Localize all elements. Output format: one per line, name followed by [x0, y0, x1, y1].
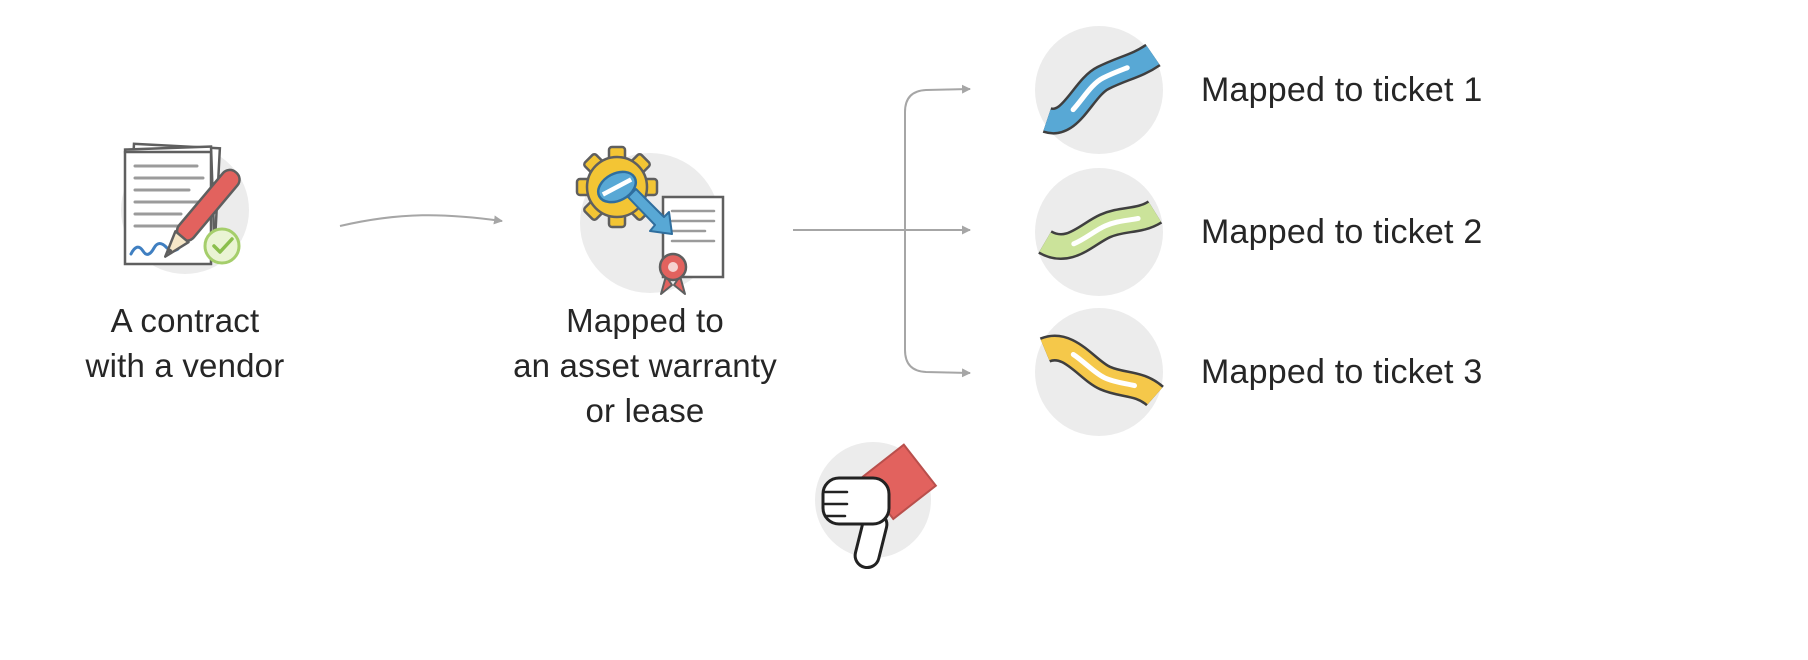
- ticket-row-1: Mapped to ticket 1: [1035, 26, 1482, 154]
- ticket-3-circle: [1035, 308, 1164, 436]
- ticket-row-2: Mapped to ticket 2: [1035, 168, 1482, 296]
- ticket-row-3: Mapped to ticket 3: [1035, 308, 1482, 436]
- mapping-node-label-line-2: an asset warranty: [513, 347, 777, 384]
- ticket-1-label: Mapped to ticket 1: [1201, 70, 1483, 109]
- ribbon-yellow-icon: [1039, 334, 1164, 407]
- contract-node-label-line-1: A contract: [110, 302, 260, 339]
- mapping-arrow-icon: [627, 188, 673, 235]
- mapping-node-label: Mapped to an asset warranty or lease: [460, 298, 830, 433]
- gear-certificate-icon: [545, 135, 745, 320]
- mapping-node-label-line-3: or lease: [585, 392, 705, 429]
- ticket-1-circle: [1035, 26, 1163, 154]
- arrow-mapping-to-ticket-3: [904, 230, 971, 378]
- ticket-2-label: Mapped to ticket 2: [1201, 212, 1483, 251]
- contract-node-label-line-2: with a vendor: [85, 347, 285, 384]
- arrow-mapping-to-ticket-1: [904, 84, 971, 230]
- arrow-contract-to-mapping: [339, 214, 503, 227]
- ticket-3-label: Mapped to ticket 3: [1201, 352, 1483, 391]
- mapping-node-label-line-1: Mapped to: [566, 302, 724, 339]
- no-entry-disc-icon: [596, 170, 638, 204]
- contract-node-label: A contract with a vendor: [25, 298, 345, 388]
- ribbon-blue-icon: [1042, 43, 1161, 135]
- certificate-icon: [658, 195, 725, 295]
- ticket-2-circle: [1035, 168, 1163, 296]
- ribbon-green-icon: [1038, 200, 1163, 260]
- thumbs-down-icon: [795, 428, 955, 593]
- contract-signed-icon: [85, 130, 265, 315]
